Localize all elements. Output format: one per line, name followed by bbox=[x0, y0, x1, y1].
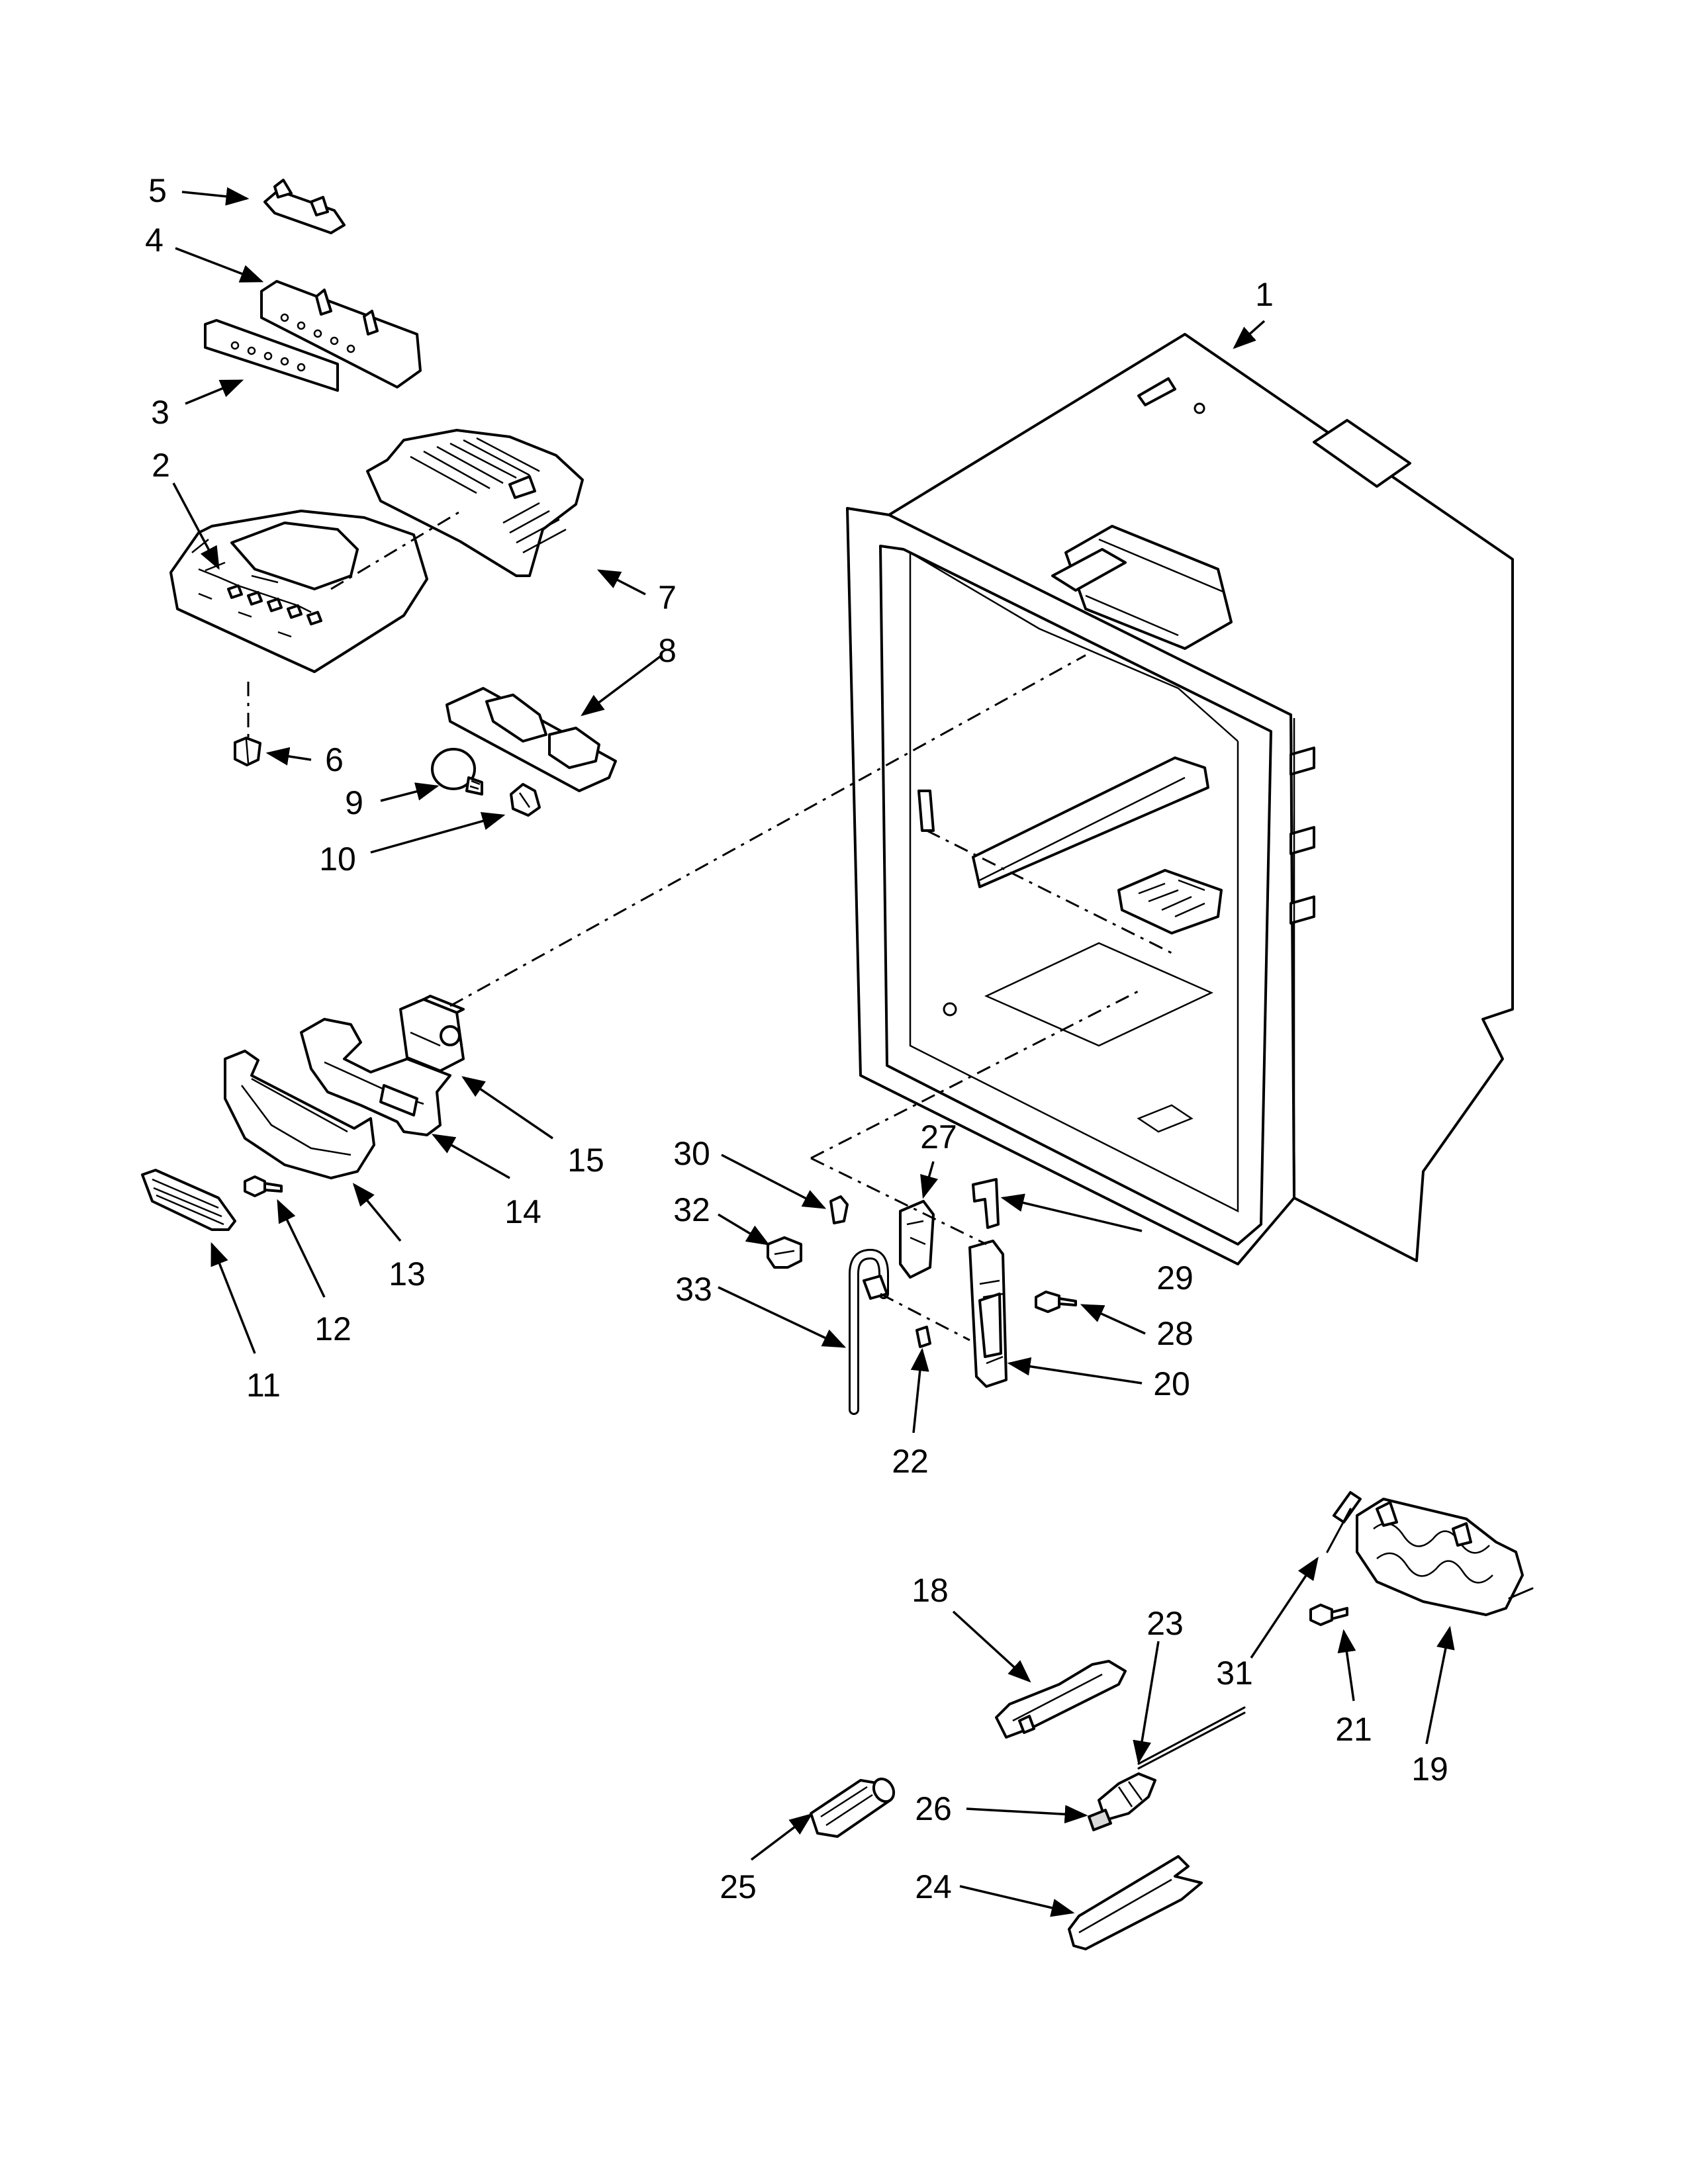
part-27-bracket bbox=[899, 1200, 935, 1279]
part-14-dispenser-housing bbox=[300, 1018, 451, 1136]
part-6-switch bbox=[234, 737, 261, 766]
callout-26: 26 bbox=[915, 1790, 952, 1827]
part-2-control-panel bbox=[169, 510, 428, 673]
callout-8: 8 bbox=[658, 632, 677, 669]
callout-14: 14 bbox=[504, 1193, 541, 1230]
callout-4: 4 bbox=[145, 222, 164, 259]
callout-13: 13 bbox=[389, 1255, 426, 1293]
part-31-heater bbox=[1326, 1491, 1362, 1553]
callout-labels: 1 2 3 4 5 6 7 8 9 10 11 12 13 14 15 18 1… bbox=[145, 172, 1448, 1905]
callout-27: 27 bbox=[920, 1118, 957, 1156]
callout-3: 3 bbox=[151, 394, 169, 431]
part-24-rail bbox=[1068, 1855, 1203, 1950]
callout-25: 25 bbox=[720, 1868, 757, 1905]
part-3-overlay bbox=[204, 319, 339, 392]
part-32-clip bbox=[767, 1236, 802, 1269]
part-33-fill-tube bbox=[849, 1248, 889, 1415]
leader-arrows bbox=[172, 187, 1455, 1917]
part-8-lamp-housing bbox=[445, 687, 617, 792]
callout-29: 29 bbox=[1156, 1259, 1194, 1297]
part-22-clip bbox=[915, 1326, 931, 1348]
callout-2: 2 bbox=[152, 447, 170, 484]
part-29-clip bbox=[972, 1178, 1000, 1229]
callout-1: 1 bbox=[1255, 276, 1274, 313]
part-21-screw bbox=[1309, 1604, 1348, 1626]
part-20-fill-cup bbox=[968, 1240, 1008, 1388]
part-23-wire bbox=[1137, 1706, 1246, 1770]
callout-5: 5 bbox=[148, 172, 167, 209]
callout-23: 23 bbox=[1147, 1605, 1184, 1642]
part-4-control-housing bbox=[260, 280, 422, 388]
part-5-bracket bbox=[263, 179, 346, 234]
callout-20: 20 bbox=[1153, 1365, 1190, 1402]
callout-12: 12 bbox=[314, 1310, 352, 1347]
part-10-socket bbox=[510, 783, 541, 817]
part-30-clip bbox=[829, 1195, 849, 1224]
part-7-light-shield bbox=[366, 429, 584, 577]
callout-19: 19 bbox=[1411, 1751, 1448, 1788]
part-12-screw bbox=[244, 1175, 283, 1197]
part-26-thermostat bbox=[1088, 1772, 1156, 1831]
callout-21: 21 bbox=[1335, 1711, 1372, 1748]
callout-30: 30 bbox=[673, 1135, 710, 1172]
part-19-ice-maker bbox=[1356, 1498, 1534, 1616]
part-13-bezel bbox=[224, 1050, 375, 1179]
part-15-valve bbox=[399, 995, 465, 1072]
callout-11: 11 bbox=[246, 1367, 281, 1404]
part-9-bulb bbox=[431, 748, 483, 796]
part-11-grille bbox=[141, 1169, 236, 1231]
callout-9: 9 bbox=[345, 784, 363, 821]
part-liner bbox=[846, 333, 1514, 1265]
callout-28: 28 bbox=[1156, 1315, 1194, 1352]
callout-24: 24 bbox=[915, 1868, 952, 1905]
callout-18: 18 bbox=[912, 1572, 949, 1609]
callout-15: 15 bbox=[567, 1142, 604, 1179]
part-25-knob bbox=[810, 1777, 896, 1838]
callout-22: 22 bbox=[892, 1443, 929, 1480]
part-18-bracket bbox=[995, 1660, 1127, 1739]
callout-6: 6 bbox=[325, 741, 344, 778]
callout-32: 32 bbox=[673, 1191, 710, 1228]
callout-7: 7 bbox=[658, 579, 677, 616]
callout-31: 31 bbox=[1216, 1655, 1253, 1692]
assembly-lines bbox=[247, 508, 1172, 1342]
part-28-screw bbox=[1035, 1291, 1077, 1313]
callout-33: 33 bbox=[675, 1271, 712, 1308]
callout-10: 10 bbox=[319, 841, 356, 878]
